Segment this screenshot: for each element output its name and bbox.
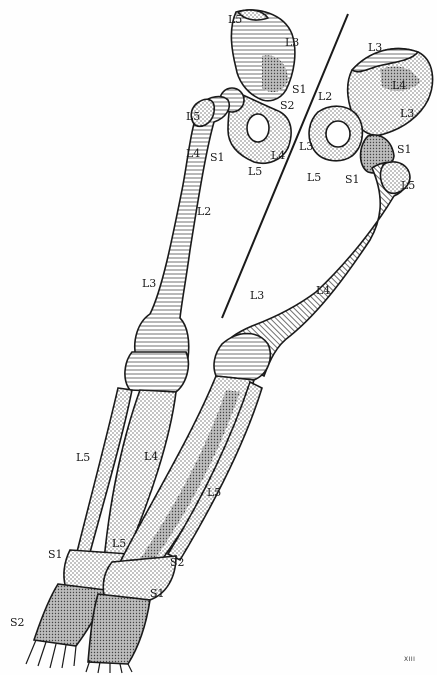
right-ankle: [103, 556, 176, 600]
label-right-sacral-2: S1: [345, 174, 360, 185]
left-obturator: [247, 114, 269, 142]
right-foot: [88, 594, 150, 664]
label-right-trochanter: L5: [401, 180, 415, 191]
label-right-femur-l3: L3: [250, 290, 264, 301]
label-right-sacral-1: S1: [397, 144, 412, 155]
label-left-sacral-3: S1: [210, 152, 225, 163]
left-femur: [135, 97, 229, 358]
label-left-pubis: L5: [248, 166, 262, 177]
label-right-ankle-l5: L5: [112, 538, 126, 549]
label-left-femur-upper: L2: [197, 206, 211, 217]
label-left-ankle-s1: S1: [48, 549, 63, 560]
label-left-ischium: L4: [271, 150, 285, 161]
label-right-ankle-s2: S2: [170, 557, 185, 568]
label-right-leg-l5: L5: [207, 487, 221, 498]
label-left-ilium-top: L5: [228, 14, 242, 25]
label-left-femur-mid: L3: [142, 278, 156, 289]
label-right-ischium: L5: [307, 172, 321, 183]
label-left-femur-neck: L4: [186, 148, 200, 159]
label-right-foot-s1: S1: [150, 588, 165, 599]
right-knee: [214, 334, 270, 381]
left-knee: [125, 352, 188, 392]
right-obturator: [326, 121, 350, 147]
label-left-sacral-1: S1: [292, 84, 307, 95]
label-right-ilium-crest: L3: [368, 42, 382, 53]
plate-number: XIII: [404, 656, 415, 663]
label-right-femur-l4: L4: [316, 285, 330, 296]
label-right-ilium-l2: L2: [318, 91, 332, 102]
label-left-sacral-2: S2: [280, 100, 295, 111]
label-left-leg-medial: L4: [144, 451, 158, 462]
label-left-leg-lateral: L5: [76, 452, 90, 463]
label-left-ilium-crest: L3: [285, 37, 299, 48]
label-left-trochanter: L5: [186, 111, 200, 122]
label-right-ilium-l3: L3: [400, 108, 414, 119]
label-right-acetabulum: L3: [299, 141, 313, 152]
label-right-ilium-inner: L4: [392, 80, 406, 91]
label-left-foot-s2: S2: [10, 617, 25, 628]
